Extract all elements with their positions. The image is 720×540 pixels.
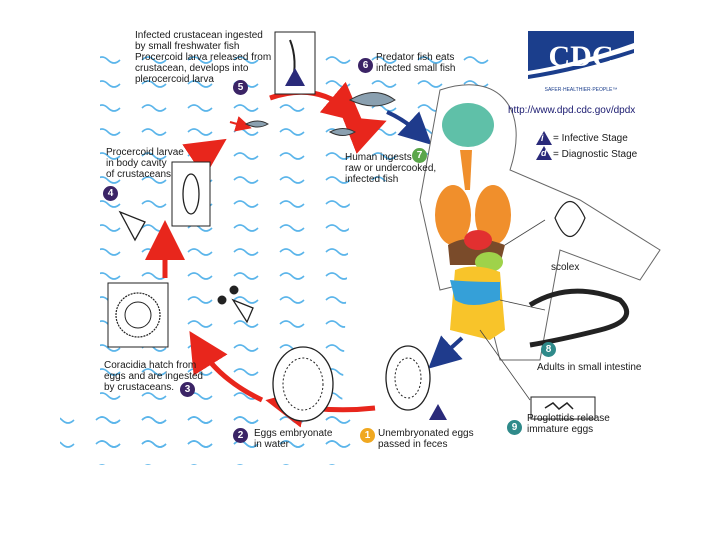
stage-4-label: Procercoid larvae in body cavity of crus… bbox=[106, 147, 184, 180]
adults-label: Adults in small intestine bbox=[537, 362, 642, 373]
scolex-label: scolex bbox=[551, 262, 579, 273]
stage-6-label: Predator fish eats infected small fish bbox=[376, 52, 455, 74]
stage-3-badge: 3 bbox=[180, 382, 195, 397]
stage-2-label: Eggs embryonate in water bbox=[254, 428, 332, 450]
stage-7-badge: 7 bbox=[412, 148, 427, 163]
stage-9-badge: 9 bbox=[507, 420, 522, 435]
legend-infective: = Infective Stage bbox=[553, 133, 628, 144]
stage-1-label: Unembryonated eggs passed in feces bbox=[378, 428, 474, 450]
stage-1-badge: 1 bbox=[360, 428, 375, 443]
cdc-logo-mark: CDC SAFER·HEALTHIER·PEOPLE™ bbox=[528, 31, 634, 95]
stage-9-label: Proglottids release immature eggs bbox=[527, 413, 610, 435]
cdc-url[interactable]: http://www.dpd.cdc.gov/dpdx bbox=[508, 105, 635, 116]
legend-diagnostic: = Diagnostic Stage bbox=[553, 149, 637, 160]
stage-2-badge: 2 bbox=[233, 428, 248, 443]
stage-5-label: Infected crustacean ingested by small fr… bbox=[135, 30, 271, 85]
cdc-logo: CDC SAFER·HEALTHIER·PEOPLE™ bbox=[528, 31, 634, 95]
diagnostic-stage-icon: d bbox=[536, 146, 552, 160]
stage-4-badge: 4 bbox=[103, 186, 118, 201]
infective-stage-icon: i bbox=[536, 131, 552, 145]
stage-6-badge: 6 bbox=[358, 58, 373, 73]
cdc-tagline: SAFER·HEALTHIER·PEOPLE™ bbox=[545, 87, 618, 93]
stage-8-badge: 8 bbox=[541, 342, 556, 357]
stage-5-badge: 5 bbox=[233, 80, 248, 95]
cdc-logo-text: CDC bbox=[549, 40, 614, 73]
